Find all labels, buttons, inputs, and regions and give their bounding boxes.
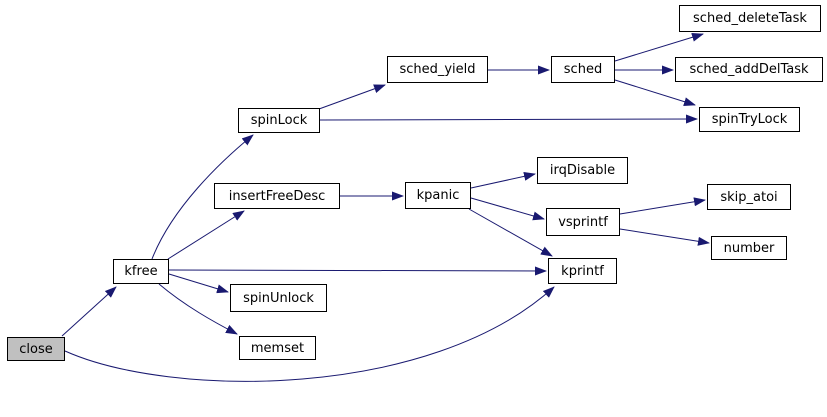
node-irqDisable[interactable]: irqDisable — [537, 157, 628, 184]
edge-kfree-to-kprintf — [168, 266, 547, 276]
node-label: close — [19, 341, 53, 357]
node-kprintf[interactable]: kprintf — [548, 258, 617, 284]
node-sched_addDelTask[interactable]: sched_addDelTask — [675, 57, 823, 82]
edge-kfree-to-spinLock — [151, 134, 254, 260]
edge-kpanic-to-irqDisable — [470, 171, 536, 189]
edge-close-to-kfree — [61, 286, 117, 337]
node-skip_atoi[interactable]: skip_atoi — [707, 184, 791, 210]
node-sched_yield[interactable]: sched_yield — [387, 56, 488, 83]
node-spinLock[interactable]: spinLock — [238, 108, 320, 133]
edge-kfree-to-memset — [158, 283, 238, 335]
node-number[interactable]: number — [711, 236, 787, 260]
node-label: kpanic — [416, 188, 460, 203]
edge-close-to-kprintf — [64, 286, 555, 382]
node-kpanic[interactable]: kpanic — [405, 182, 471, 209]
node-label: sched_addDelTask — [689, 62, 809, 77]
node-close: close — [7, 337, 65, 361]
node-label: spinTryLock — [711, 112, 788, 127]
edge-vsprintf-to-number — [619, 228, 710, 246]
node-label: memset — [250, 340, 305, 356]
node-sched[interactable]: sched — [551, 56, 615, 83]
node-spinTryLock[interactable]: spinTryLock — [699, 107, 800, 132]
node-label: kfree — [124, 264, 158, 279]
edge-spinLock-to-sched_yield — [318, 84, 386, 110]
node-label: number — [723, 240, 775, 256]
node-label: skip_atoi — [720, 189, 778, 205]
node-vsprintf[interactable]: vsprintf — [546, 208, 620, 236]
node-label: sched_yield — [399, 62, 476, 77]
edge-kpanic-to-kprintf — [468, 208, 553, 257]
edge-sched-to-sched_deleteTask — [614, 32, 704, 62]
edge-spinLock-to-spinTryLock — [318, 114, 698, 124]
node-kfree[interactable]: kfree — [113, 259, 169, 284]
node-label: spinUnlock — [243, 290, 314, 306]
node-label: kprintf — [561, 263, 604, 279]
edge-kfree-to-spinUnlock — [168, 273, 229, 294]
edge-kpanic-to-vsprintf — [470, 197, 545, 221]
node-label: insertFreeDesc — [228, 188, 326, 204]
node-label: irqDisable — [549, 163, 616, 178]
edge-vsprintf-to-skip_atoi — [619, 197, 706, 215]
node-memset[interactable]: memset — [239, 336, 316, 360]
node-label: vsprintf — [558, 214, 608, 230]
node-insertFreeDesc[interactable]: insertFreeDesc — [214, 183, 340, 209]
edge-kfree-to-insertFreeDesc — [167, 210, 245, 260]
edge-sched-to-spinTryLock — [614, 79, 696, 107]
node-label: sched_deleteTask — [693, 11, 807, 26]
node-label: sched — [563, 62, 603, 77]
node-label: spinLock — [250, 113, 308, 128]
node-sched_deleteTask[interactable]: sched_deleteTask — [679, 5, 821, 32]
node-spinUnlock[interactable]: spinUnlock — [230, 284, 327, 312]
